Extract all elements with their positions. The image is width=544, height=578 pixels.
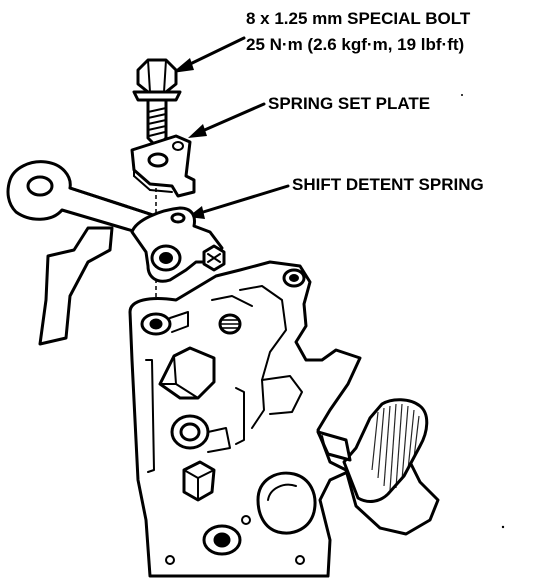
bolt-torque-label: 25 N·m (2.6 kgf·m, 19 lbf·ft) (246, 35, 464, 54)
special-bolt (132, 58, 182, 146)
shift-lever (316, 398, 429, 503)
bolt-spec-label: 8 x 1.25 mm SPECIAL BOLT (246, 9, 471, 28)
spring-set-plate-label: SPRING SET PLATE (268, 94, 430, 113)
shift-detent-spring-label: SHIFT DETENT SPRING (292, 175, 484, 194)
shift-detent-spring-leader-arrow (188, 184, 290, 219)
scan-speck (461, 94, 463, 96)
bolt-leader-arrow (172, 36, 246, 73)
shift-detent-spring (130, 206, 226, 283)
scan-speck (501, 525, 505, 529)
shift-arm (6, 160, 158, 346)
spring-set-plate-leader-arrow (188, 102, 266, 138)
spring-set-plate (130, 134, 196, 198)
